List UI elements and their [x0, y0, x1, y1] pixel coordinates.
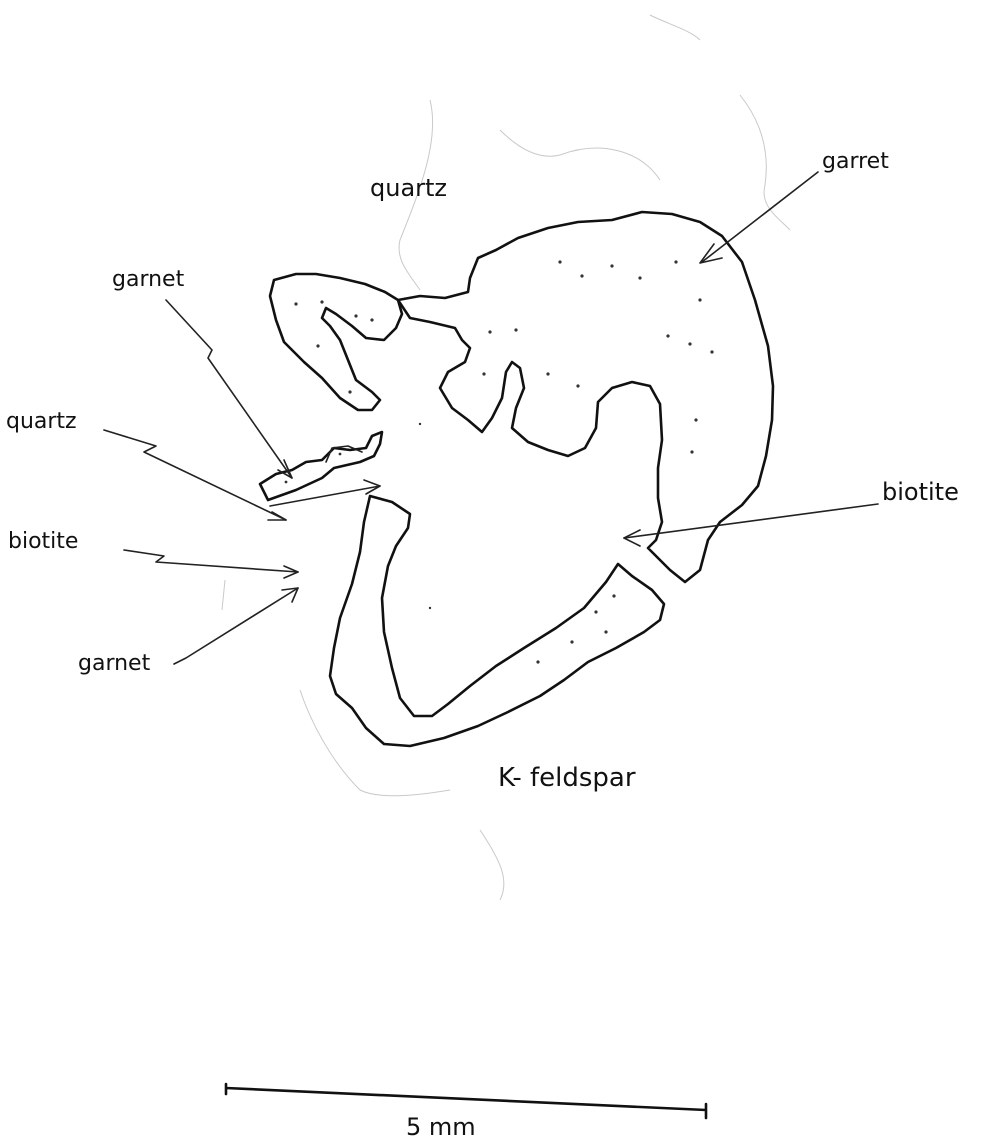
- garnet-horseshoe-outline: [330, 496, 664, 746]
- garnet-left-lobe-outline: [270, 274, 402, 410]
- arrow-garnet-top-right: [700, 172, 818, 263]
- label-biotite-left: biotite: [8, 529, 78, 554]
- arrow-biotite-left: [124, 550, 298, 578]
- label-quartz-top: quartz: [370, 174, 447, 202]
- arrow-garnet-lower-left: [174, 588, 298, 664]
- arrow-quartz-left: [104, 430, 380, 520]
- label-biotite-right: biotite: [882, 478, 959, 506]
- label-quartz-left: quartz: [6, 409, 77, 434]
- label-garnet-lower-left: garnet: [78, 651, 151, 676]
- garnet-fragment-outline: [260, 432, 382, 500]
- label-kfeldspar: K- feldspar: [498, 763, 636, 793]
- label-garnet-left: garnet: [112, 267, 185, 292]
- arrow-garnet-left: [166, 300, 292, 478]
- garnet-large-outline: [398, 212, 773, 582]
- scale-bar-label: 5 mm: [406, 1113, 476, 1141]
- label-garnet-top-right: garret: [822, 149, 889, 174]
- garnet-stipple: [285, 260, 714, 663]
